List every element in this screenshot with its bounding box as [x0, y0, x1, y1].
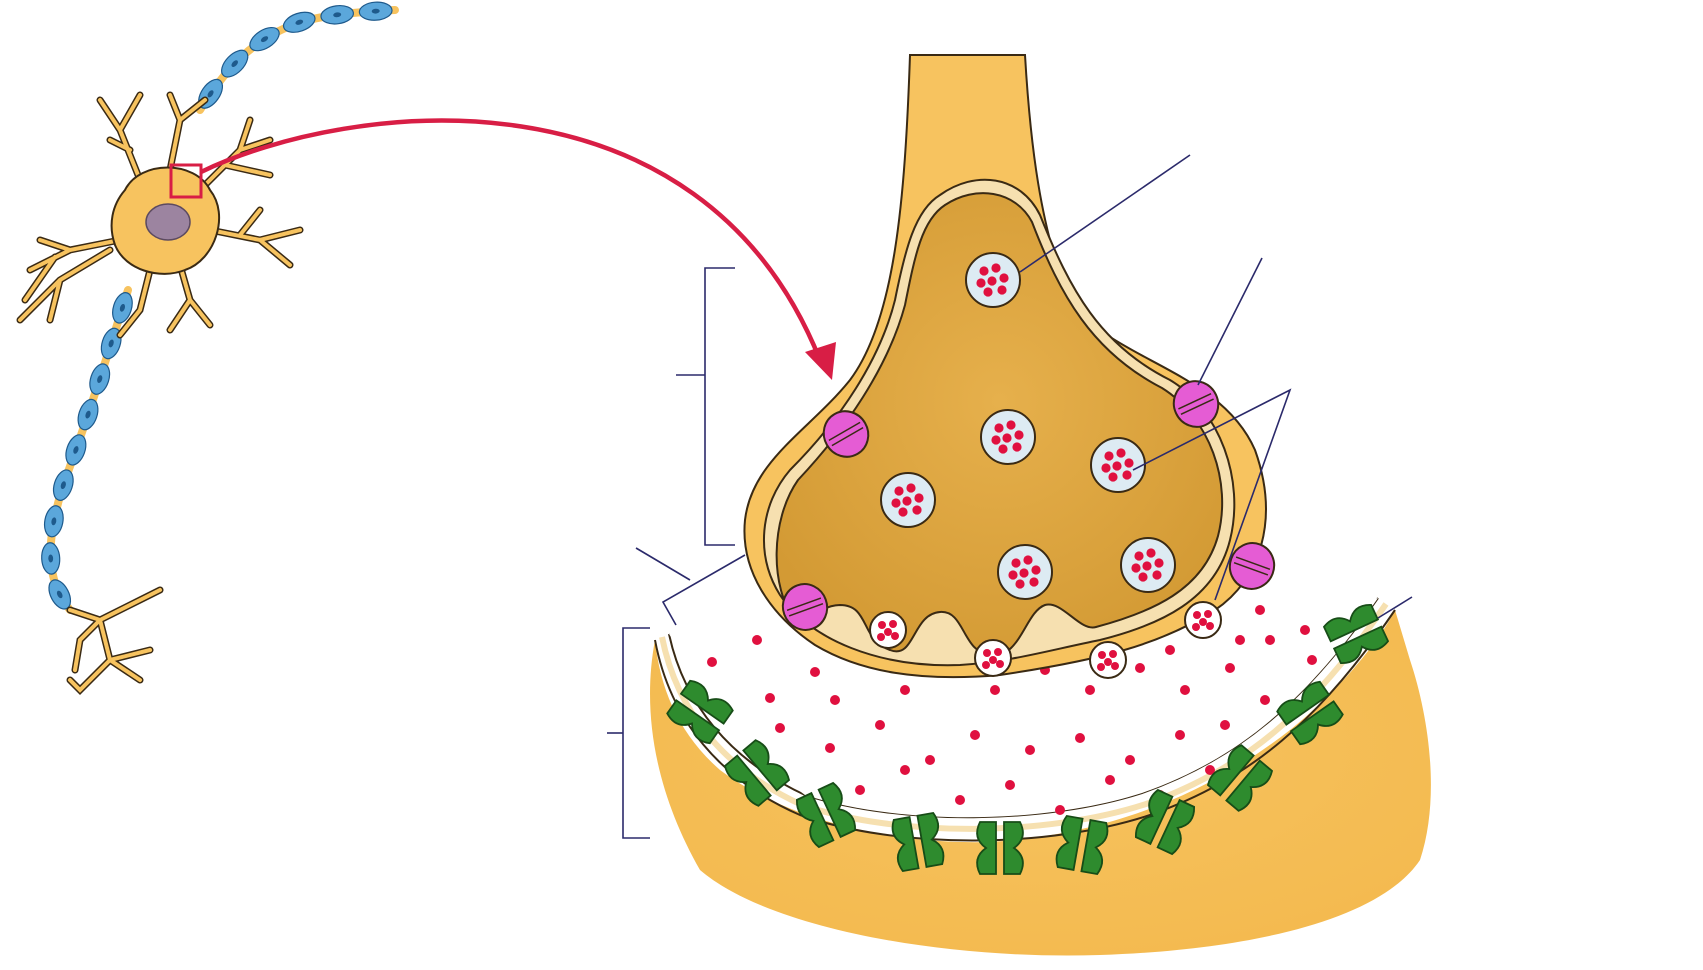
bracket-cleft — [661, 554, 746, 626]
vesicle-icon — [1120, 537, 1176, 593]
neurotransmitter-dot — [1175, 730, 1185, 740]
neuron-icon — [16, 1, 399, 695]
vesicle-icon — [980, 409, 1036, 465]
neurotransmitter-dot — [1255, 605, 1265, 615]
neurotransmitter-dot — [900, 685, 910, 695]
vesicle-icon — [1090, 437, 1146, 493]
receptor-icon — [723, 739, 791, 807]
neurotransmitter-dot — [1235, 635, 1245, 645]
myelin-segment — [65, 434, 87, 466]
label-lines — [607, 154, 1413, 839]
bracket-presynaptic — [704, 267, 735, 546]
neurotransmitter-dot — [1180, 685, 1190, 695]
ion-channel-icon — [1172, 380, 1220, 428]
vesicle-icon — [965, 252, 1021, 308]
fusing-vesicle — [869, 611, 907, 649]
leader-receptor — [1377, 596, 1413, 619]
neurotransmitter-dot — [1300, 625, 1310, 635]
receptor-icon — [666, 679, 734, 745]
neurotransmitter-dot — [1075, 733, 1085, 743]
neurotransmitter-dot — [1025, 745, 1035, 755]
neurotransmitter-dot — [990, 685, 1000, 695]
fusing-vesicle — [1184, 601, 1222, 639]
neurotransmitter-dot — [1135, 663, 1145, 673]
receptor-icon — [891, 811, 945, 873]
neurotransmitter-dot — [955, 795, 965, 805]
receptor-icon — [1206, 744, 1274, 812]
myelin-segment — [43, 505, 64, 538]
neurotransmitter-dot — [810, 667, 820, 677]
myelin-segment — [112, 292, 133, 324]
neurotransmitter-dot — [830, 695, 840, 705]
receptor-icon — [1055, 814, 1109, 876]
neurotransmitter-dot — [1005, 780, 1015, 790]
neurotransmitter-dot — [825, 743, 835, 753]
myelin-segment — [358, 1, 393, 21]
myelin-segment — [41, 542, 61, 575]
zoom-highlight-box — [169, 163, 203, 199]
myelin-segment — [221, 49, 249, 78]
neurotransmitter-dot — [1125, 755, 1135, 765]
ion-channel-icon — [781, 583, 829, 631]
myelin-sheath-lower — [41, 292, 133, 610]
synaptic-cleft — [669, 598, 1378, 818]
neurotransmitter-dot — [1205, 765, 1215, 775]
leader-cleft — [635, 547, 691, 581]
neurotransmitter-dot — [752, 635, 762, 645]
neurotransmitter-molecules — [669, 598, 1378, 818]
myelin-segment — [320, 5, 355, 25]
neurotransmitter-dot — [1265, 635, 1275, 645]
arrow-icon — [200, 118, 836, 380]
neurotransmitter-dot — [970, 730, 980, 740]
vesicle-icon — [997, 544, 1053, 600]
bracket-postsynaptic — [622, 627, 650, 839]
neurotransmitter-dot — [1260, 695, 1270, 705]
myelin-segment — [52, 469, 74, 501]
receptor-icon — [1322, 603, 1390, 665]
myelin-segment — [89, 363, 111, 395]
myelin-segment — [77, 398, 99, 431]
receptor-icon — [1134, 788, 1196, 856]
neurotransmitter-dot — [1225, 663, 1235, 673]
neurotransmitter-dot — [875, 720, 885, 730]
synaptic-vesicles — [869, 252, 1222, 679]
postsynaptic-receptors — [666, 603, 1390, 876]
neurotransmitter-dot — [900, 765, 910, 775]
myelin-segment — [48, 579, 72, 610]
ion-channel-icon — [822, 410, 870, 458]
nucleus — [145, 203, 191, 241]
neurotransmitter-dot — [1085, 685, 1095, 695]
vesicle-icon — [880, 472, 936, 528]
ion-channel-icon — [1228, 542, 1276, 590]
neurotransmitter-dot — [1105, 775, 1115, 785]
neurotransmitter-dot — [1165, 645, 1175, 655]
neurotransmitter-dot — [925, 755, 935, 765]
receptor-icon — [976, 821, 1024, 875]
neurotransmitter-dot — [707, 657, 717, 667]
receptor-icon — [795, 781, 857, 849]
calcium-channels — [781, 380, 1276, 631]
neurotransmitter-dot — [1055, 805, 1065, 815]
neurotransmitter-dot — [1307, 655, 1317, 665]
myelin-segment — [249, 26, 280, 52]
neurotransmitter-dot — [765, 693, 775, 703]
myelin-sheath-upper — [198, 1, 393, 109]
axon-terminal-branches — [66, 586, 164, 695]
myelin-segment — [282, 11, 316, 33]
leader-vesicle — [1019, 154, 1191, 273]
neurotransmitter-dot — [775, 723, 785, 733]
neurotransmitter-dot — [855, 785, 865, 795]
receptor-icon — [1276, 680, 1344, 746]
dendrites-fill — [18, 93, 302, 337]
leader-channel — [1197, 257, 1263, 386]
fusing-vesicle — [974, 639, 1012, 677]
fusing-vesicle — [1089, 641, 1127, 679]
leader-neurotransmitter — [1132, 388, 1292, 601]
neurotransmitter-dot — [1220, 720, 1230, 730]
myelin-segment — [100, 327, 122, 360]
